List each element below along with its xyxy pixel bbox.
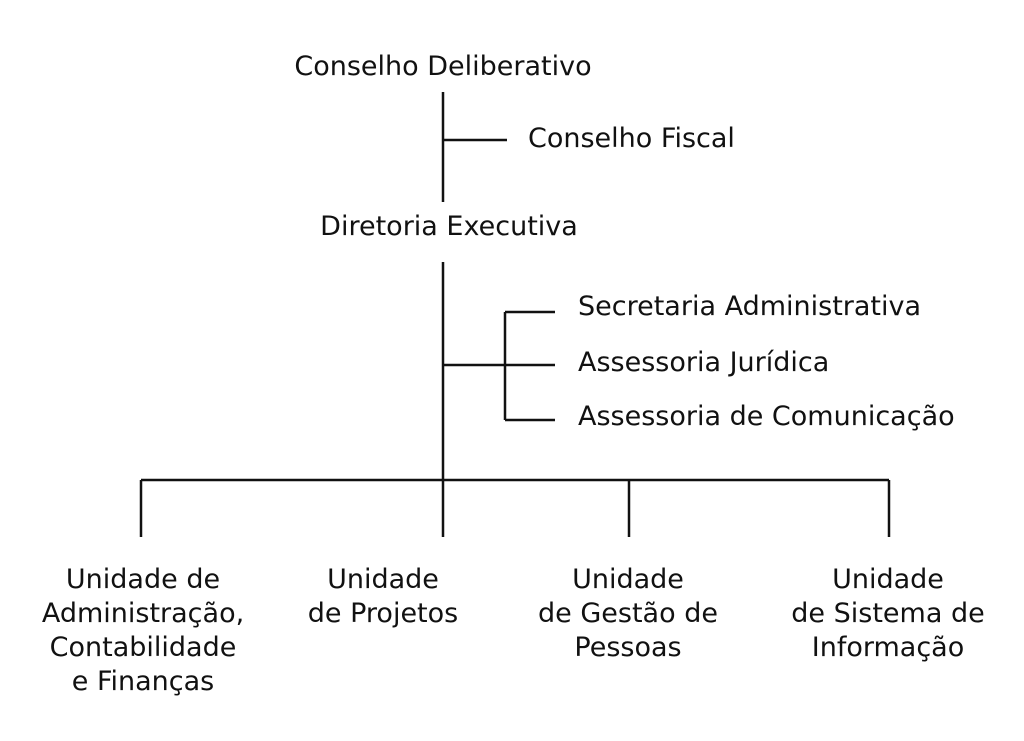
unit-administracao-line-3: Contabilidade <box>49 632 237 663</box>
node-diretoria-executiva: Diretoria Executiva <box>320 211 578 242</box>
unit-administracao-line-4: e Finanças <box>71 666 215 697</box>
unit-gestao-pessoas-line-3: Pessoas <box>574 632 682 663</box>
unit-sistema-informacao-line-1: Unidade <box>832 564 944 595</box>
node-assessoria-juridica: Assessoria Jurídica <box>578 347 830 378</box>
unit-administracao-line-2: Administração, <box>41 598 245 629</box>
unit-projetos-line-2: de Projetos <box>307 598 459 629</box>
node-conselho-fiscal: Conselho Fiscal <box>528 123 735 154</box>
node-assessoria-comunicacao: Assessoria de Comunicação <box>578 401 955 432</box>
unit-administracao-line-1: Unidade de <box>65 564 221 595</box>
unit-administracao: Unidade de Administração, Contabilidade … <box>42 563 244 699</box>
node-conselho-deliberativo: Conselho Deliberativo <box>294 51 592 82</box>
unit-sistema-informacao-line-2: de Sistema de <box>791 598 985 629</box>
unit-projetos: Unidade de Projetos <box>308 563 458 631</box>
unit-sistema-informacao: Unidade de Sistema de Informação <box>791 563 984 665</box>
unit-gestao-pessoas-line-1: Unidade <box>572 564 684 595</box>
unit-gestao-pessoas-line-2: de Gestão de <box>538 598 718 629</box>
unit-sistema-informacao-line-3: Informação <box>811 632 965 663</box>
unit-projetos-line-1: Unidade <box>327 564 439 595</box>
node-secretaria-administrativa: Secretaria Administrativa <box>578 291 922 322</box>
unit-gestao-pessoas: Unidade de Gestão de Pessoas <box>538 563 718 665</box>
